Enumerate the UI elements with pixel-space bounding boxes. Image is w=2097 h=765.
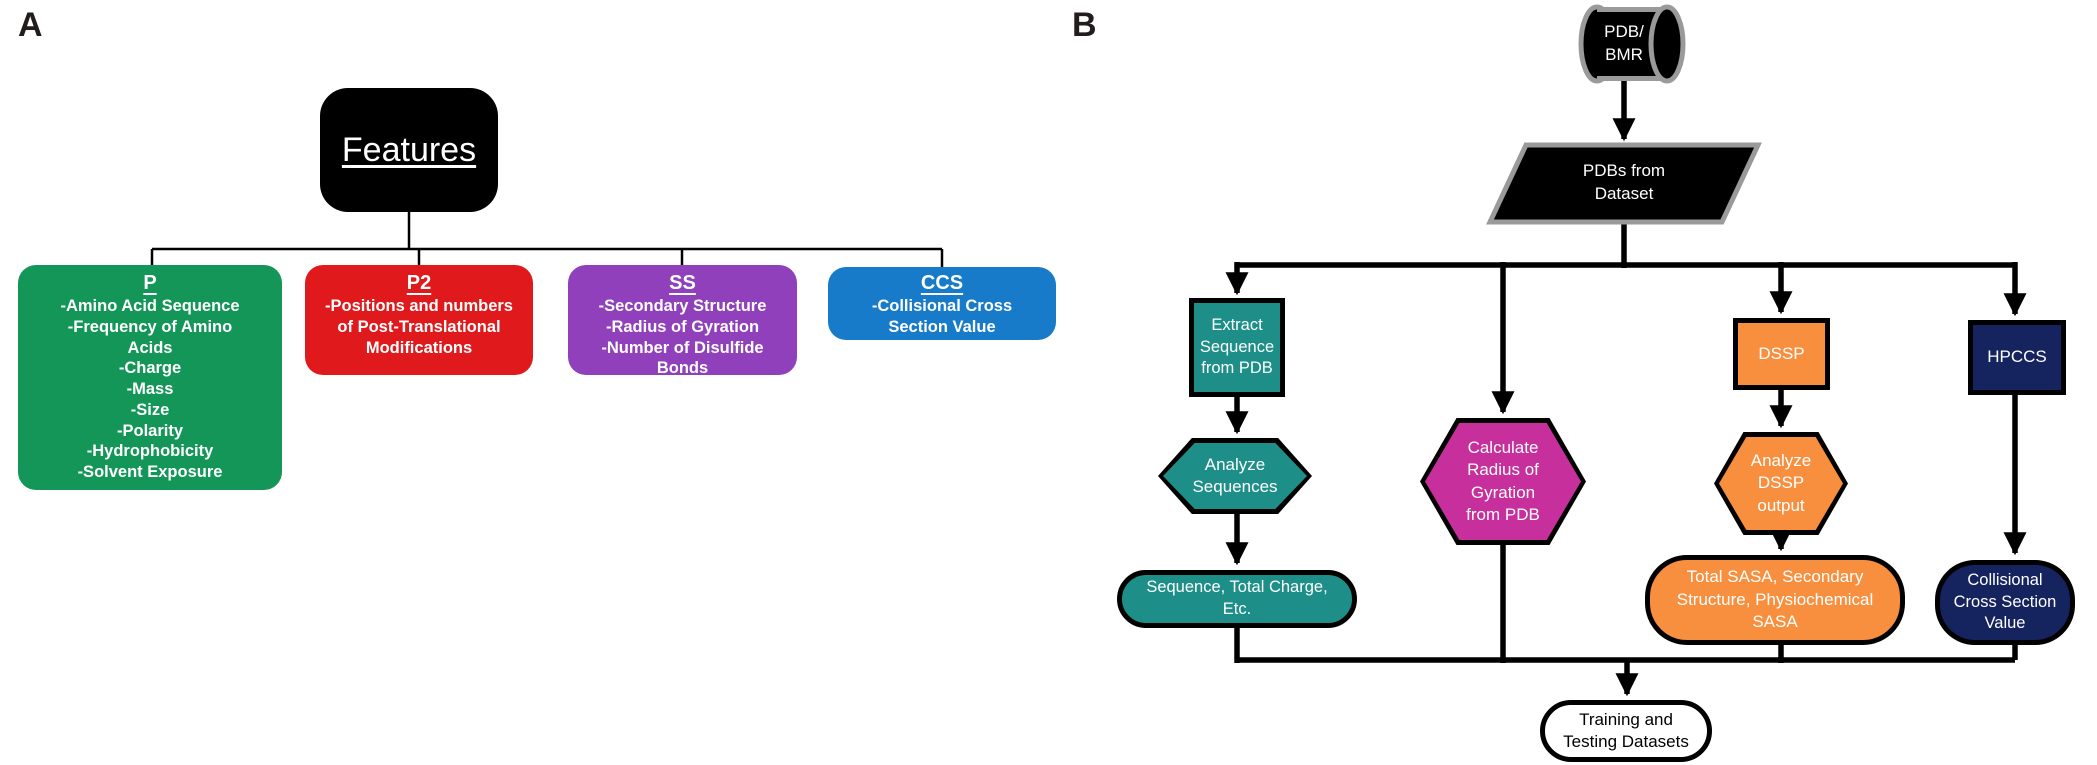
panel-b-flow-lines — [1225, 78, 2027, 697]
feature-box-ccs: CCS -Collisional Cross Section Value — [828, 267, 1056, 340]
list-item: -Secondary Structure — [598, 297, 767, 315]
feature-box-items: -Positions and numbers of Post-Translati… — [305, 296, 533, 358]
training-datasets-node: Training and Testing Datasets — [1540, 700, 1712, 762]
analyze-sequences-label: Analyze Sequences — [1163, 443, 1307, 509]
calculate-radius-hexagon: Calculate Radius of Gyration from PDB — [1420, 418, 1586, 545]
analyze-dssp-label: Analyze DSSP output — [1719, 437, 1843, 530]
panel-a-label: A — [18, 6, 43, 44]
list-item: -Size — [130, 400, 170, 419]
list-item: -Number of Disulfide Bonds — [601, 338, 764, 378]
list-item: -Frequency of Amino Acids — [67, 317, 233, 357]
ccs-result-node: Collisional Cross Section Value — [1935, 560, 2075, 645]
features-title: Features — [341, 130, 477, 169]
features-root-box: Features — [320, 88, 498, 212]
dssp-node: DSSP — [1733, 318, 1830, 390]
feature-box-items: -Collisional Cross Section Value — [828, 296, 1056, 338]
feature-box-p: P -Amino Acid Sequence -Frequency of Amin… — [18, 265, 282, 490]
feature-box-title: P — [143, 272, 157, 294]
dataset-node-label: PDBs from Dataset — [1582, 161, 1666, 203]
list-item: -Solvent Exposure — [77, 463, 223, 482]
list-item: -Mass — [126, 380, 174, 399]
list-item: -Positions and numbers of Post-Translati… — [325, 297, 513, 357]
feature-box-ss: SS -Secondary Structure -Radius of Gyrati… — [568, 265, 797, 377]
dataset-parallelogram — [1486, 142, 1762, 225]
feature-box-items: -Secondary Structure -Radius of Gyration -… — [568, 296, 797, 379]
hpccs-node: HPCCS — [1968, 320, 2066, 395]
sasa-result-node: Total SASA, Secondary Structure, Physioc… — [1645, 555, 1905, 645]
list-item: -Charge — [118, 359, 182, 378]
extract-sequence-node: Extract Sequence from PDB — [1189, 298, 1285, 397]
feature-box-title: CCS — [920, 272, 964, 294]
feature-box-title: SS — [669, 272, 696, 294]
panel-b-label: B — [1072, 6, 1097, 44]
list-item: -Collisional Cross Section Value — [871, 297, 1013, 336]
database-cylinder-icon — [1578, 4, 1686, 84]
sequence-result-node: Sequence, Total Charge, Etc. — [1117, 570, 1357, 628]
feature-box-title: P2 — [406, 272, 432, 294]
list-item: -Amino Acid Sequence — [60, 297, 240, 315]
list-item: -Polarity — [116, 421, 184, 440]
analyze-dssp-hexagon: Analyze DSSP output — [1714, 432, 1848, 535]
list-item: -Radius of Gyration — [605, 317, 760, 336]
panel-a-tree-lines — [150, 210, 944, 269]
feature-box-items: -Amino Acid Sequence -Frequency of Amino … — [18, 296, 282, 483]
analyze-sequences-hexagon: Analyze Sequences — [1158, 438, 1312, 514]
calculate-radius-label: Calculate Radius of Gyration from PDB — [1425, 423, 1581, 540]
database-node-label: PDB/ BMR — [1604, 22, 1644, 64]
list-item: -Hydrophobicity — [86, 442, 214, 461]
feature-box-p2: P2 -Positions and numbers of Post-Transl… — [305, 265, 533, 375]
